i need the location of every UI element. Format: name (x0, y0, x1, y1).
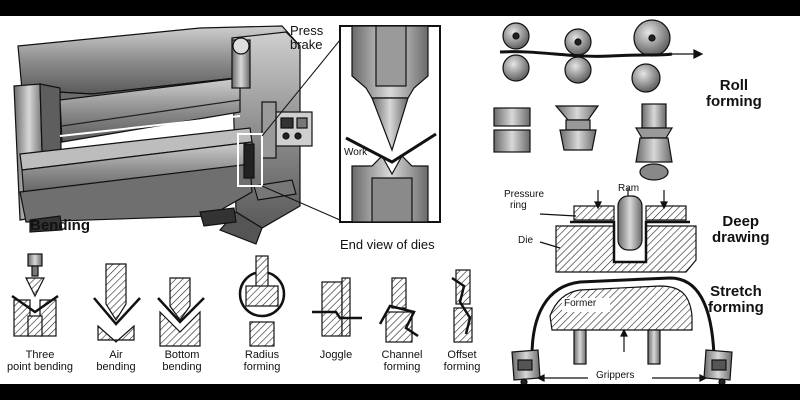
stretch-forming-illustration (511, 276, 733, 384)
end-view-caption: End view of dies (340, 237, 435, 252)
bend-bottom (157, 277, 205, 347)
roll-forming-illustration (493, 19, 704, 181)
bending-title: Bending (30, 217, 90, 234)
end-view-of-dies (339, 25, 441, 223)
work-label: Work (344, 147, 368, 158)
bend-air (93, 263, 141, 343)
bend-type-caption: Joggle (319, 349, 353, 361)
ram-label: Ram (618, 183, 640, 194)
bend-offset (451, 269, 473, 343)
bend-three-point (11, 253, 59, 337)
die-label: Die (518, 235, 534, 246)
former-label: Former (564, 298, 597, 309)
bend-channel (378, 277, 419, 343)
press-brake-machine (13, 25, 313, 245)
bend-radius (238, 255, 286, 347)
deep-drawing-illustration (539, 188, 697, 273)
forming-processes-illustration (11, 19, 733, 384)
bend-joggle (312, 277, 362, 337)
grippers-label: Grippers (596, 370, 635, 381)
